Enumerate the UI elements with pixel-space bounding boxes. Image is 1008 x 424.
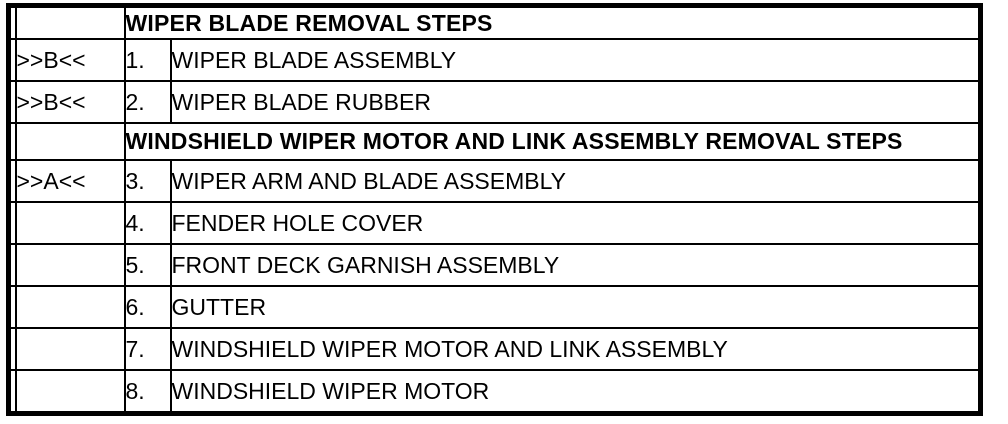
- step-number-cell: 4.: [123, 201, 172, 245]
- step-number-cell: 1.: [123, 38, 172, 82]
- step-row: >>B<< 1. WIPER BLADE ASSEMBLY: [7, 38, 982, 82]
- step-row: >>A<< 3. WIPER ARM AND BLADE ASSEMBLY: [7, 159, 982, 203]
- step-row: 5. FRONT DECK GARNISH ASSEMBLY: [7, 243, 982, 287]
- spacer-cell: [7, 80, 17, 124]
- section-header-row: WINDSHIELD WIPER MOTOR AND LINK ASSEMBLY…: [7, 122, 982, 161]
- spec-marker-cell: [14, 201, 126, 245]
- spacer-cell: [7, 159, 17, 203]
- section-header: WINDSHIELD WIPER MOTOR AND LINK ASSEMBLY…: [123, 122, 982, 161]
- spec-marker-cell: [14, 122, 126, 161]
- spacer-cell: [7, 369, 17, 415]
- spacer-cell: [7, 201, 17, 245]
- step-label-cell: WINDSHIELD WIPER MOTOR AND LINK ASSEMBLY: [169, 327, 982, 371]
- step-label-cell: WIPER BLADE RUBBER: [169, 80, 982, 124]
- spacer-cell: [7, 4, 17, 40]
- spec-marker-cell: >>A<<: [14, 159, 126, 203]
- spacer-cell: [7, 38, 17, 82]
- step-label-cell: WIPER ARM AND BLADE ASSEMBLY: [169, 159, 982, 203]
- spec-marker-cell: [14, 369, 126, 415]
- step-row: 6. GUTTER: [7, 285, 982, 329]
- step-label-cell: WINDSHIELD WIPER MOTOR: [169, 369, 982, 415]
- spec-marker-cell: [14, 327, 126, 371]
- step-number-cell: 8.: [123, 369, 172, 415]
- spacer-cell: [7, 122, 17, 161]
- step-number-cell: 3.: [123, 159, 172, 203]
- spec-marker-cell: >>B<<: [14, 80, 126, 124]
- spacer-cell: [7, 285, 17, 329]
- spec-marker-cell: >>B<<: [14, 38, 126, 82]
- step-row: 7. WINDSHIELD WIPER MOTOR AND LINK ASSEM…: [7, 327, 982, 371]
- spec-marker-cell: [14, 285, 126, 329]
- step-row: >>B<< 2. WIPER BLADE RUBBER: [7, 80, 982, 124]
- step-number-cell: 5.: [123, 243, 172, 287]
- step-label-cell: FENDER HOLE COVER: [169, 201, 982, 245]
- step-label-cell: GUTTER: [169, 285, 982, 329]
- step-label-cell: WIPER BLADE ASSEMBLY: [169, 38, 982, 82]
- step-number-cell: 2.: [123, 80, 172, 124]
- section-header: WIPER BLADE REMOVAL STEPS: [123, 4, 982, 40]
- removal-steps-table: WIPER BLADE REMOVAL STEPS >>B<< 1. WIPER…: [6, 3, 983, 416]
- step-row: 4. FENDER HOLE COVER: [7, 201, 982, 245]
- step-label-cell: FRONT DECK GARNISH ASSEMBLY: [169, 243, 982, 287]
- spec-marker-cell: [14, 243, 126, 287]
- step-number-cell: 7.: [123, 327, 172, 371]
- step-number-cell: 6.: [123, 285, 172, 329]
- section-header-row: WIPER BLADE REMOVAL STEPS: [7, 4, 982, 40]
- spec-marker-cell: [14, 4, 126, 40]
- spacer-cell: [7, 243, 17, 287]
- spacer-cell: [7, 327, 17, 371]
- step-row: 8. WINDSHIELD WIPER MOTOR: [7, 369, 982, 415]
